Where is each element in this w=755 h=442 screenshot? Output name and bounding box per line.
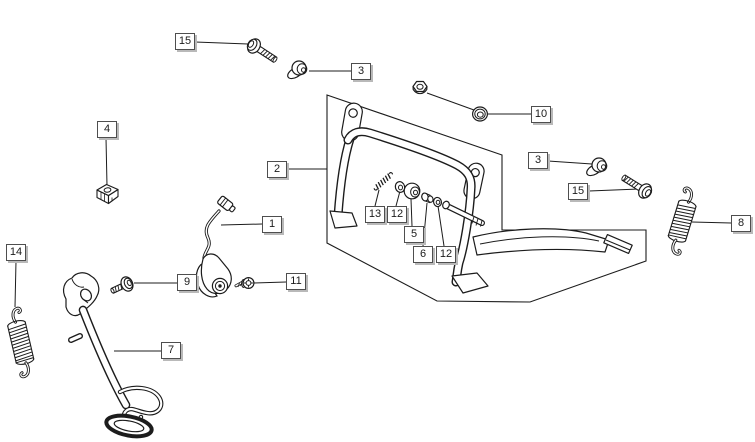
boundary-outline	[326, 94, 647, 303]
callout-15-top-left[interactable]: 15	[175, 33, 195, 50]
square-nut-4-drawing	[96, 183, 119, 205]
cap-nut-3-top-drawing	[287, 60, 308, 80]
side-stand-drawing	[62, 272, 164, 439]
cap-nut-3-right-drawing	[586, 157, 608, 177]
spring-13-drawing	[373, 172, 394, 191]
callout-11[interactable]: 11	[286, 273, 306, 290]
hex-nut-drawing	[412, 80, 428, 95]
bushing-5-drawing	[403, 182, 421, 200]
callout-9[interactable]: 9	[177, 274, 197, 291]
bolt-15-top-left-drawing	[246, 38, 278, 63]
callout-1[interactable]: 1	[262, 216, 282, 233]
callout-3-right[interactable]: 3	[528, 152, 548, 169]
bolt-15-right-drawing	[621, 174, 653, 199]
pivot-pin-drawing	[442, 200, 485, 227]
callout-3-top[interactable]: 3	[351, 63, 371, 80]
callout-13[interactable]: 13	[365, 206, 385, 223]
callout-2[interactable]: 2	[267, 161, 287, 178]
spring-8-drawing	[667, 186, 697, 256]
center-stand-drawing	[329, 102, 633, 294]
callout-15-right[interactable]: 15	[568, 183, 588, 200]
callout-12-right[interactable]: 12	[436, 246, 456, 263]
callout-4[interactable]: 4	[97, 121, 117, 138]
callout-8[interactable]: 8	[731, 215, 751, 232]
spring-14-drawing	[7, 306, 35, 379]
callout-5[interactable]: 5	[404, 226, 424, 243]
screw-11-drawing	[234, 277, 255, 290]
washer-12-right-drawing	[432, 196, 443, 208]
stand-switch-drawing	[195, 195, 236, 298]
callout-10[interactable]: 10	[531, 106, 551, 123]
callout-6[interactable]: 6	[413, 246, 433, 263]
callout-7[interactable]: 7	[161, 342, 181, 359]
leader-lines	[14, 41, 732, 352]
callout-14[interactable]: 14	[6, 244, 26, 261]
flanged-nut-10-drawing	[472, 106, 489, 122]
bushing-6-drawing	[421, 192, 434, 204]
callout-12-left[interactable]: 12	[387, 206, 407, 223]
washer-12-left-drawing	[394, 181, 406, 193]
bolt-9-drawing	[110, 276, 134, 294]
